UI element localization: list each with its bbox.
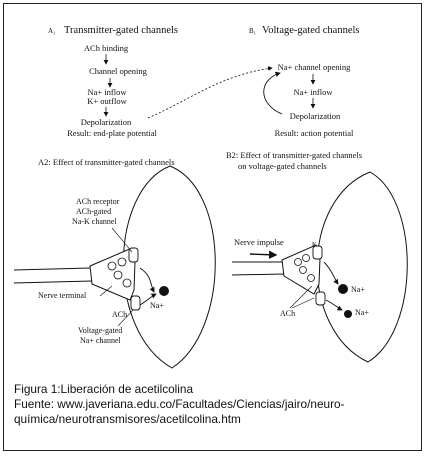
a2-axon (13, 267, 93, 284)
b2-ach-pointer (289, 285, 313, 309)
b2-vesicle (299, 266, 307, 274)
b2-ach-receptor-channel (312, 245, 323, 260)
a2-title: A2: Effect of transmitter-gated channels (38, 157, 175, 167)
b1-marker: B₁ (249, 27, 256, 35)
b2-label-impulse: Nerve impulse (234, 237, 284, 247)
a2-label-ach: ACh (112, 310, 127, 319)
figure-frame (3, 3, 422, 451)
a1-step-ach-binding: ACh binding (84, 43, 129, 53)
b2-na-ion (338, 284, 348, 294)
b2-na-flow-arrow (325, 299, 343, 311)
a2-vesicle (117, 257, 127, 267)
a1-title: Transmitter-gated channels (64, 25, 178, 36)
b2-title-line1: B2: Effect of transmitter-gated channels (226, 150, 362, 160)
b2-axon (231, 261, 285, 276)
b2-vesicle (302, 254, 310, 262)
b2-vesicle (294, 258, 302, 266)
a1-step-depolarization: Depolarization (81, 117, 132, 127)
a2-label-vg2: Na+ channel (80, 336, 121, 345)
b1-result: Result: action potential (275, 128, 354, 138)
a2-nerve-terminal (89, 247, 136, 301)
a1-step-na-inflow: Na+ inflow (87, 87, 127, 97)
figure-caption: Figura 1:Liberación de acetilcolina Fuen… (14, 382, 414, 427)
a2-vg-pointer (117, 309, 134, 327)
a1-to-b1-link-arrow (147, 66, 273, 119)
a2-label-vg1: Voltage-gated (78, 326, 122, 335)
a2-vesicle (113, 270, 123, 280)
a2-label-nak: Na-K channel (72, 217, 117, 226)
b2-vesicle (307, 274, 315, 282)
b1-step-depolarization: Depolarization (290, 111, 341, 121)
a2-label-gated: ACh-gated (76, 207, 111, 216)
caption-line-3: química/neurotransmisores/acetilcolina.h… (14, 412, 241, 426)
b2-na-label-1: Na+ (351, 285, 365, 294)
b1-title: Voltage-gated channels (262, 25, 359, 36)
a2-label-receptor: ACh receptor (76, 197, 120, 206)
caption-line-2: Fuente: www.javeriana.edu.co/Facultades/… (14, 397, 345, 411)
a2-na-flow-arrow (139, 267, 155, 293)
b2-na-ion (344, 310, 352, 318)
a2-na-ion (159, 286, 169, 296)
panel-a2: A2: Effect of transmitter-gated channels… (13, 157, 216, 369)
a1-result: Result: end-plate potential (67, 128, 157, 138)
caption-line-1: Figura 1:Liberación de acetilcolina (14, 382, 194, 396)
b2-na-label-2: Na+ (355, 308, 369, 317)
b2-impulse-arrow (249, 250, 278, 259)
a1-step-channel-opening: Channel opening (89, 66, 148, 76)
a2-terminal-pointer (99, 285, 113, 297)
b2-label-ach: ACh (280, 309, 295, 318)
panel-b2: B2: Effect of transmitter-gated channels… (226, 150, 408, 363)
a1-marker: A₁ (48, 27, 56, 35)
a2-na-label: Na+ (150, 301, 164, 310)
b2-na-flow-arrow (323, 261, 339, 285)
b2-voltage-gated-channel (315, 291, 326, 306)
panel-a1: A₁ Transmitter-gated channels ACh bindin… (48, 25, 178, 138)
b1-feedback-loop-arrow (263, 71, 283, 115)
a2-muscle-fiber (122, 165, 216, 369)
a2-na-flow-arrow (139, 293, 157, 306)
b2-ach-pointer (291, 297, 315, 309)
a1-step-k-outflow: K+ outflow (87, 96, 127, 106)
a2-label-terminal: Nerve terminal (38, 291, 87, 300)
a2-voltage-gated-channel (130, 295, 141, 311)
b2-title-line2: on voltage-gated channels (238, 161, 327, 171)
b2-k-label: K (312, 241, 317, 248)
b1-step-na-inflow: Na+ inflow (293, 87, 333, 97)
a2-vesicle (107, 261, 117, 271)
a2-receptor-pointer (111, 227, 133, 253)
b2-muscle-fiber (316, 171, 408, 363)
b1-step-channel-opening: Na+ channel opening (278, 62, 352, 72)
panel-b1: B₁ Voltage-gated channels Na+ channel op… (249, 25, 359, 138)
a2-vesicle (122, 278, 132, 288)
